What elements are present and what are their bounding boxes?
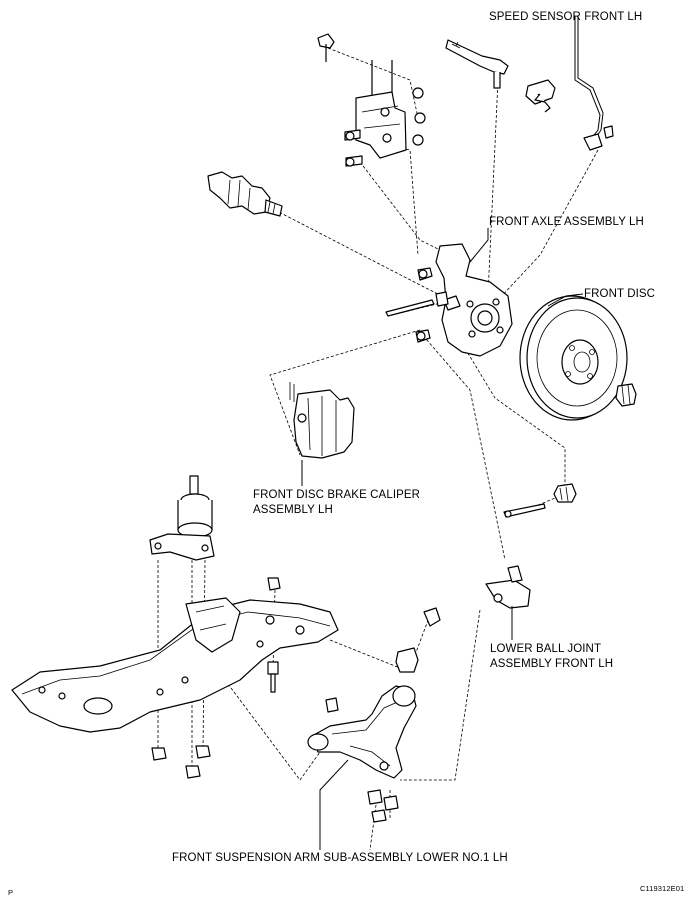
drive-shaft [207, 171, 283, 217]
stabilizer-link [317, 33, 335, 62]
figure-code: C119312E01 [640, 884, 685, 893]
front-axle-label: FRONT AXLE ASSEMBLY LH [489, 216, 644, 228]
caliper-label-line2: ASSEMBLY LH [253, 504, 333, 516]
front-disc [519, 295, 637, 421]
bracket-bolts [344, 87, 426, 167]
caliper-label-line1: FRONT DISC BRAKE CALIPER [253, 489, 421, 501]
engine-mount [149, 475, 215, 561]
front-axle-assembly [435, 243, 513, 357]
axle-bolts [385, 267, 449, 343]
suspension-arm-label: FRONT SUSPENSION ARM SUB-ASSEMBLY LOWER … [172, 852, 508, 864]
brake-caliper [289, 382, 355, 459]
ball-joint-fasteners [503, 483, 577, 518]
ball-joint-label-line1: LOWER BALL JOINT [490, 643, 602, 655]
front-suspension-crossmember [11, 597, 339, 733]
tie-rod-end [445, 39, 509, 89]
speed-sensor-front-lh [525, 16, 614, 151]
strut-bracket [355, 60, 407, 159]
crossmember-fasteners [151, 577, 281, 779]
lower-suspension-arm [307, 607, 441, 823]
ball-joint-label-line2: ASSEMBLY FRONT LH [490, 658, 614, 670]
callout-leader-lines [301, 228, 584, 850]
speed-sensor-label: SPEED SENSOR FRONT LH [489, 11, 643, 23]
corner-marker: P [8, 888, 14, 897]
front-disc-label: FRONT DISC [584, 288, 656, 300]
lower-ball-joint [485, 565, 531, 609]
